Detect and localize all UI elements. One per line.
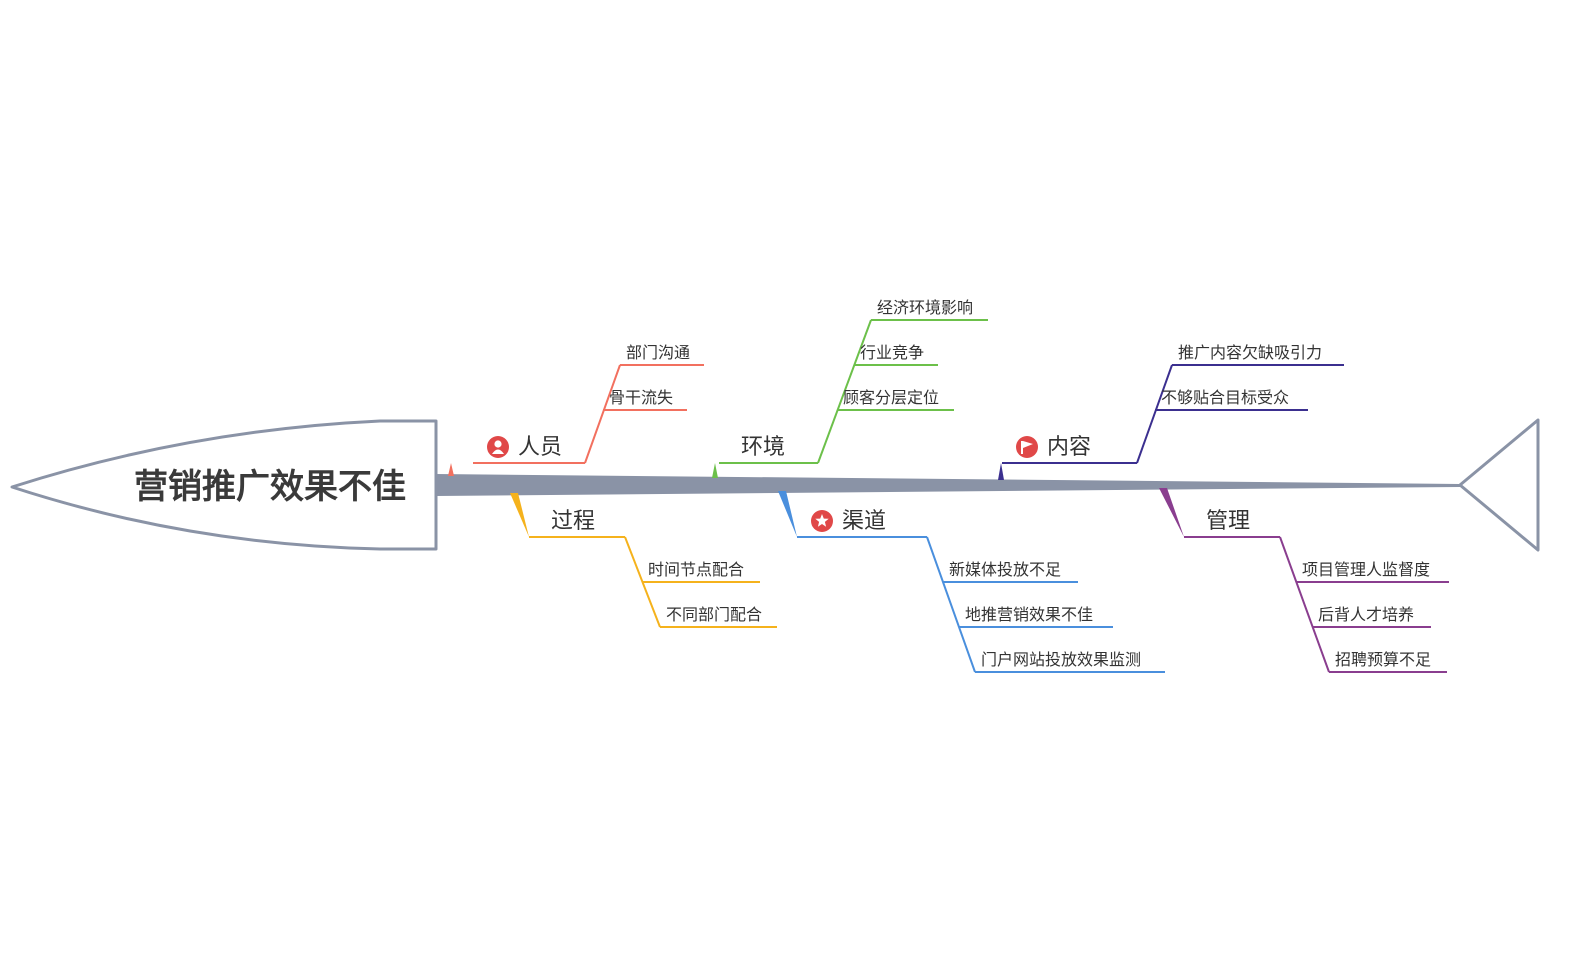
cause-label: 招聘预算不足 [1335, 650, 1431, 669]
cause-label: 不够贴合目标受众 [1161, 388, 1289, 407]
branch-connector [1159, 488, 1184, 537]
branch-connector [778, 491, 797, 537]
fish-tail [1458, 418, 1540, 552]
person-icon [487, 436, 509, 458]
flag-icon [1016, 436, 1038, 458]
branch-diagonal [584, 364, 621, 464]
branch-connector [998, 463, 1004, 480]
cause-label: 后背人才培养 [1318, 605, 1414, 624]
branch-diagonal [926, 536, 976, 673]
cause-label: 项目管理人监督度 [1302, 560, 1430, 579]
cause-label: 地推营销效果不佳 [965, 605, 1093, 624]
category-label-environment: 环境 [741, 435, 785, 460]
category-label-management: 管理 [1206, 509, 1250, 534]
cause-label: 顾客分层定位 [843, 388, 939, 407]
cause-label: 经济环境影响 [877, 298, 973, 317]
diagram-title: 营销推广效果不佳 [134, 467, 406, 507]
branch-diagonal [1279, 536, 1330, 673]
fish-head [10, 419, 438, 551]
cause-label: 推广内容欠缺吸引力 [1178, 343, 1322, 362]
branch-diagonal [1136, 364, 1173, 464]
cause-label: 时间节点配合 [648, 560, 744, 579]
branch-diagonal [817, 319, 872, 464]
cause-label: 新媒体投放不足 [949, 560, 1061, 579]
cause-label: 骨干流失 [609, 388, 673, 407]
category-label-people: 人员 [518, 435, 562, 460]
category-label-channel: 渠道 [842, 509, 886, 534]
branch-connector [510, 493, 529, 537]
branch-connector [712, 463, 718, 478]
cause-label: 部门沟通 [626, 343, 690, 362]
fish-spine [436, 474, 1460, 496]
star-icon [811, 510, 833, 532]
branch-connector [448, 463, 454, 476]
cause-label: 门户网站投放效果监测 [981, 650, 1141, 669]
category-label-content: 内容 [1047, 435, 1091, 460]
cause-label: 不同部门配合 [666, 605, 762, 624]
category-label-process: 过程 [551, 509, 595, 534]
cause-label: 行业竞争 [860, 343, 924, 362]
